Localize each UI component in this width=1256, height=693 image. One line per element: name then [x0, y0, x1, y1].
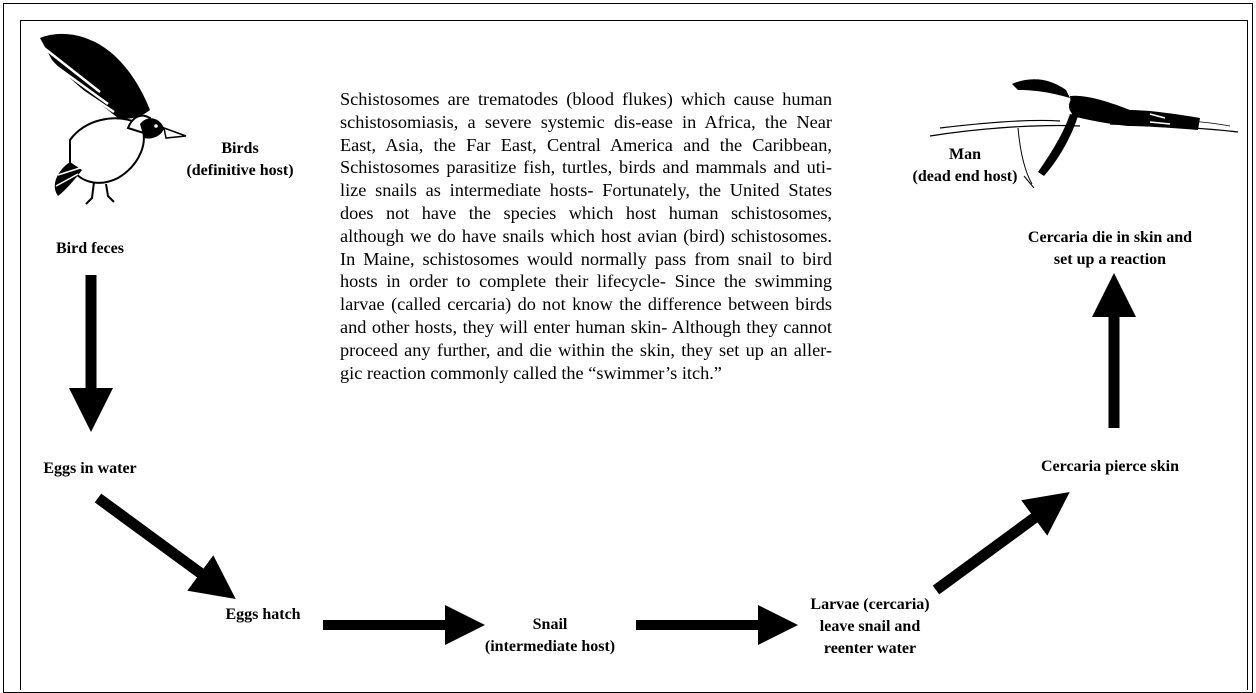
- larvae-line2: leave snail and: [790, 616, 950, 638]
- cercaria-die-line2: set up a reaction: [995, 249, 1225, 271]
- label-birds-host: (definitive host): [160, 160, 320, 182]
- label-eggs-hatch: Eggs hatch: [208, 604, 318, 626]
- snail-host: (intermediate host): [465, 636, 635, 658]
- label-cercaria-pierce: Cercaria pierce skin: [1000, 456, 1220, 478]
- label-snail: Snail (intermediate host): [465, 614, 635, 658]
- man-host: (dead end host): [900, 166, 1030, 188]
- birds-title: Birds: [190, 138, 290, 160]
- man-title: Man: [900, 144, 1030, 166]
- label-larvae: Larvae (cercaria) leave snail and reente…: [790, 594, 950, 660]
- snail-title: Snail: [465, 614, 635, 636]
- label-bird-feces: Bird feces: [35, 238, 145, 260]
- label-man: Man (dead end host): [900, 144, 1030, 188]
- label-birds: Birds: [190, 138, 290, 160]
- cercaria-die-line1: Cercaria die in skin and: [995, 227, 1225, 249]
- larvae-line3: reenter water: [790, 638, 950, 660]
- arrow-eggs-to-hatch: [98, 498, 218, 586]
- description-paragraph: Schistosomes are trematodes (blood fluke…: [340, 88, 832, 384]
- label-cercaria-die: Cercaria die in skin and set up a reacti…: [995, 227, 1225, 271]
- larvae-line1: Larvae (cercaria): [790, 594, 950, 616]
- label-eggs-in-water: Eggs in water: [20, 458, 160, 480]
- arrow-larvae-to-pierce: [936, 505, 1052, 590]
